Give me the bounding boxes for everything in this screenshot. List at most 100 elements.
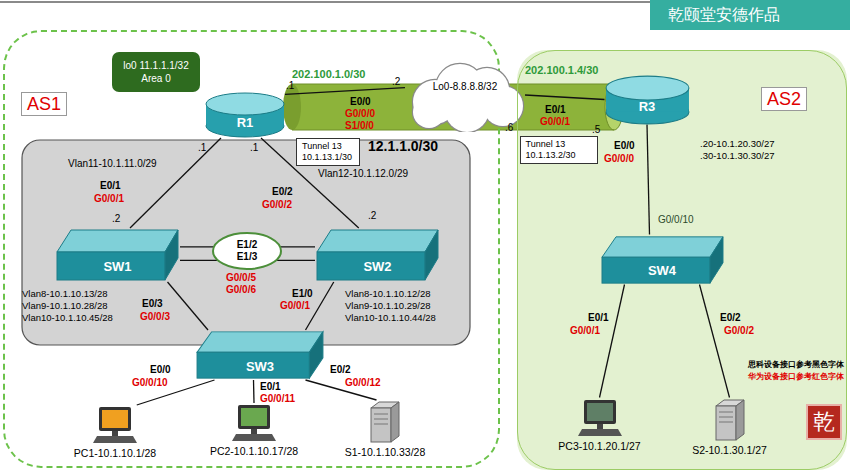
shape-rect [57,252,165,280]
interface-label: G0/0/1 [570,325,600,337]
interface-label: E0/2 [720,312,741,324]
shape-polygon [57,230,178,252]
node-text: AS2 [761,87,807,111]
switch-shape [55,228,180,282]
node-text: E1/3 [237,251,258,263]
link-line [285,88,405,95]
interface-label: .2 [368,210,376,222]
shape-ellipse [206,93,284,115]
shape-line [374,424,388,425]
shape-line [719,421,733,422]
node-text: lo0 11.1.1.1/32 [123,59,188,72]
shape-rect [99,407,131,431]
node-text: SW3 [246,359,274,374]
shape-line [0,1,650,3]
node-text: S1-10.1.10.33/28 [345,446,426,459]
server-icon: S2-10.1.30.1/27 [690,398,769,457]
interface-label: 202.100.1.4/30 [525,64,598,76]
shape-polygon [710,236,723,282]
loopback-callout: lo0 11.1.1.1/32Area 0 [112,52,200,92]
shape-rect [650,0,850,30]
interface-label: .2 [112,213,120,225]
interface-label: Vlan11-10.1.11.0/29 [68,158,157,170]
interface-label: 12.1.1.0/30 [368,138,438,154]
interface-label: .5 [592,124,600,136]
node-text: R1 [237,115,254,130]
pc-icon: PC1-10.1.10.1/28 [72,405,159,460]
node-text: Tunnel 13 [526,139,566,150]
switch-shape [315,228,440,282]
switch-icon: SW1 [55,228,180,282]
shape-rect [584,400,616,424]
pc-glyph [232,403,276,443]
node-text: Tunnel 13 [302,141,342,152]
node-text: Lo0-8.8.8.8/32 [433,81,498,92]
interface-label: G0/0/0 [345,108,375,120]
interface-label: Vlan8-10.1.10.13/28 [22,288,108,300]
interface-label: E0/1 [260,381,281,393]
pc-glyph [578,398,622,438]
link-line [700,285,730,398]
interface-label: G0/0/2 [262,199,292,211]
interface-label: G0/0/5 [226,272,256,284]
shape-circle [445,88,489,132]
link-line [168,282,209,330]
interface-label: Vlan8-10.1.10.12/28 [345,288,431,300]
link-ellipse: E1/2E1/3 [212,232,282,270]
shape-ellipse [213,233,281,269]
router-icon: R3 [605,75,690,125]
shape-rect [716,406,736,440]
shape-polygon [165,230,178,280]
interface-label: Vlan9-10.1.10.28/28 [22,300,108,312]
interface-label: E0/3 [142,298,163,310]
switch-icon: SW2 [315,228,440,282]
interface-label: G0/0/1 [280,300,310,312]
link-line [253,380,255,403]
shape-circle [413,96,445,128]
interface-label: 202.100.1.0/30 [292,68,365,80]
as-region: AS2R3Tunnel 1310.1.13.2/30SW4PC3-10.1.20… [517,50,847,470]
shape-polygon [736,400,744,440]
shape-circle [445,88,489,132]
shape-rect [112,431,118,436]
interface-label: E1/0 [292,288,313,300]
interface-label: E0/2 [330,364,351,376]
shape-rect [602,257,710,283]
interface-label: G0/0/10 [658,214,694,226]
shape-line [374,414,388,415]
server-icon: S1-10.1.10.33/28 [343,400,428,459]
shape-polygon [317,230,438,252]
shape-circle [413,96,445,128]
interface-label: Vlan10-10.1.10.44/28 [345,312,436,324]
link-line [130,138,221,228]
shape-rect [317,252,425,280]
link-line [647,125,650,235]
legend-note: 思科设备接口参考黑色字体 [748,360,844,370]
shape-polygon [232,434,276,441]
interface-label: S1/0/0 [345,120,374,132]
shape-rect [22,140,470,345]
interface-label: G0/0/0 [604,153,634,165]
node-text: S2-10.1.30.1/27 [692,444,767,457]
shape-rect [597,424,603,429]
shape-polygon [197,332,323,352]
interface-label: G0/0/2 [724,325,754,337]
interface-label: .1 [286,80,294,92]
interface-label: Vlan9-10.1.10.29/28 [345,300,431,312]
node-text: AS1 [21,92,67,116]
seal-stamp: 乾 [806,404,842,440]
interface-label: G0/0/3 [140,311,170,323]
node-text: SW2 [363,259,391,274]
interface-label: E0/0 [350,96,371,108]
interface-label: G0/0/11 [260,393,295,405]
interface-label: .1 [250,142,258,154]
shape-polygon [602,236,723,256]
interface-label: G0/0/10 [132,377,168,389]
node-text: PC1-10.1.10.1/28 [74,447,156,460]
pc-icon: PC2-10.1.10.17/28 [208,403,301,458]
shape-ellipse [606,76,689,100]
shape-polygon [391,402,399,442]
tunnel-box: Tunnel 1310.1.13.2/30 [520,136,598,164]
